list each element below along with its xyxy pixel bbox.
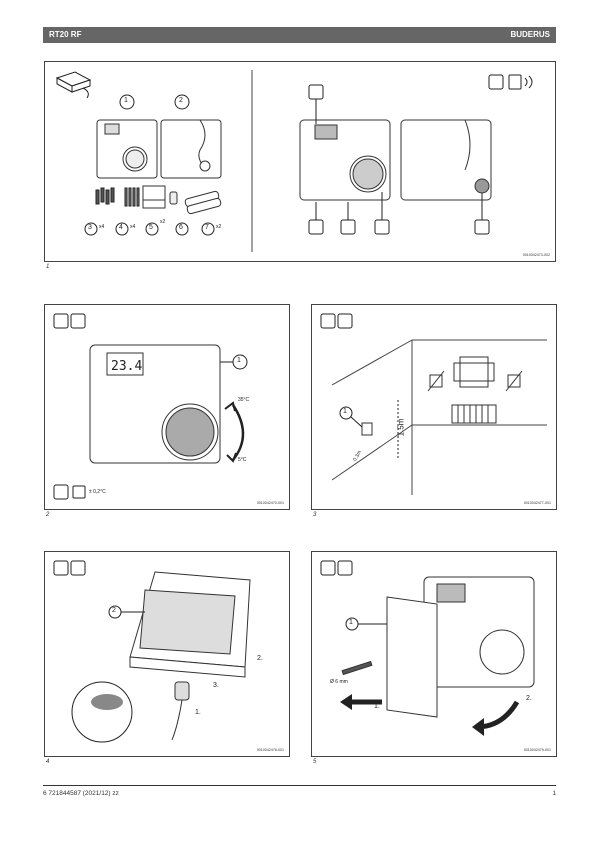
page-number: 1 — [552, 790, 556, 797]
callout-1: 1 — [343, 408, 347, 415]
figure-1-code: 0010042473-002 — [522, 253, 550, 257]
temperature-display: 23.4 — [111, 359, 143, 374]
qty-pads: x2 — [160, 219, 166, 225]
callout-1: 1 — [124, 97, 128, 104]
tools-icon — [320, 560, 336, 576]
callout-2: 2 — [112, 607, 116, 614]
figure-1-number: 1 — [46, 264, 50, 270]
wall-plugs-drawing — [124, 187, 140, 207]
knockout-drawing — [91, 694, 123, 710]
callout-1: 1 — [237, 357, 241, 364]
figure-5-code: 0010042479-001 — [523, 748, 551, 752]
screws-drawing — [95, 187, 115, 205]
thermostat-on-wall — [361, 422, 373, 436]
thermostat-drawing — [89, 344, 221, 464]
radio-signal-icon — [508, 74, 533, 90]
drill-size-label: Ø 6 mm — [330, 679, 348, 685]
height-label: 1.5m — [396, 418, 406, 437]
figure-2-number: 2 — [46, 512, 50, 518]
tools-icon — [320, 313, 336, 329]
thermostat-installed-back — [400, 119, 492, 201]
figure-5-panel: 1 Ø 6 mm 1. 2. 0010042479-001 — [311, 551, 557, 757]
step-2: 2. — [257, 655, 263, 662]
callout-5: 5 — [149, 224, 153, 231]
figure-3-panel: 1 1.5m 0.3m 0010042477-001 — [311, 304, 557, 510]
qty-batteries: x2 — [216, 224, 222, 230]
accuracy-label: ± 0,2°C — [89, 489, 106, 495]
batteries-drawing — [184, 190, 222, 215]
qty-screws: x4 — [99, 224, 105, 230]
temperature-setting-icon — [374, 219, 390, 235]
step-1: 1. — [374, 703, 380, 710]
thermostat-back-drawing — [160, 119, 222, 179]
header-bar: RT20 RF BUDERUS — [43, 27, 556, 43]
figure-4-number: 4 — [46, 759, 50, 765]
figure-2-illustration — [53, 313, 248, 500]
figure-5-illustration — [320, 560, 535, 736]
thermostat-front-drawing — [96, 119, 158, 179]
unpack-icon — [55, 71, 92, 99]
adhesive-pads-drawing — [142, 185, 166, 209]
screw-and-plug-drawing — [341, 660, 373, 676]
figure-2-panel: 23.4 1 35°C 5°C ± 0,2°C 0010042470-001 — [44, 304, 290, 510]
callout-3: 3 — [88, 224, 92, 231]
mode-icon — [308, 219, 324, 235]
figure-3-code: 0010042477-001 — [523, 501, 551, 505]
display-icon — [308, 84, 324, 100]
brand-name: BUDERUS — [510, 30, 550, 39]
window-drawing — [453, 356, 495, 388]
room-corner-drawing — [331, 339, 547, 495]
wall-plate-drawing — [386, 596, 438, 718]
install-icon — [337, 560, 353, 576]
callout-1: 1 — [349, 619, 353, 626]
figure-2-code: 0010042470-001 — [256, 501, 284, 505]
thermometer-icon — [70, 313, 86, 329]
callout-6: 6 — [179, 224, 183, 231]
max-temp-label: 35°C — [238, 397, 250, 403]
figure-4-illustration — [53, 560, 251, 743]
thermostat-installed-front — [299, 119, 391, 201]
radiator-drawing — [451, 404, 497, 424]
figure-1-panel: 1 2 3 x4 4 x4 5 x2 6 7 x2 0010042473-002 — [44, 61, 556, 262]
callout-2: 2 — [179, 97, 183, 104]
thermostat-drawing — [423, 576, 535, 688]
step-1: 1. — [195, 709, 201, 716]
wall-plate-drawing — [129, 571, 251, 678]
small-part-drawing — [169, 191, 178, 205]
info-icon — [488, 74, 504, 90]
footer-divider — [43, 785, 556, 786]
figure-4-code: 0010042478-001 — [256, 748, 284, 752]
document-number: 6 721844587 (2021/12) zz — [43, 790, 119, 797]
sensor-icon — [340, 219, 356, 235]
cable-entry-drawing — [171, 681, 190, 741]
min-temp-label: 5°C — [238, 457, 247, 463]
step-2: 2. — [526, 695, 532, 702]
callout-4: 4 — [119, 224, 123, 231]
figure-5-number: 5 — [313, 759, 317, 765]
accuracy-icon — [72, 485, 86, 499]
figure-4-panel: 2 1. 2. 3. 0010042478-001 — [44, 551, 290, 757]
qty-plugs: x4 — [130, 224, 136, 230]
figure-3-illustration — [320, 313, 547, 495]
wall-plate-icon — [70, 560, 86, 576]
info-icon — [53, 484, 69, 500]
figure-3-number: 3 — [313, 512, 317, 518]
settings-icon — [53, 313, 69, 329]
light-icon — [474, 219, 490, 235]
callout-7: 7 — [205, 224, 209, 231]
model-name: RT20 RF — [49, 30, 82, 39]
step-3: 3. — [213, 682, 219, 689]
figure-1-illustration — [55, 70, 533, 252]
mounting-icon — [337, 313, 353, 329]
tools-icon — [53, 560, 69, 576]
